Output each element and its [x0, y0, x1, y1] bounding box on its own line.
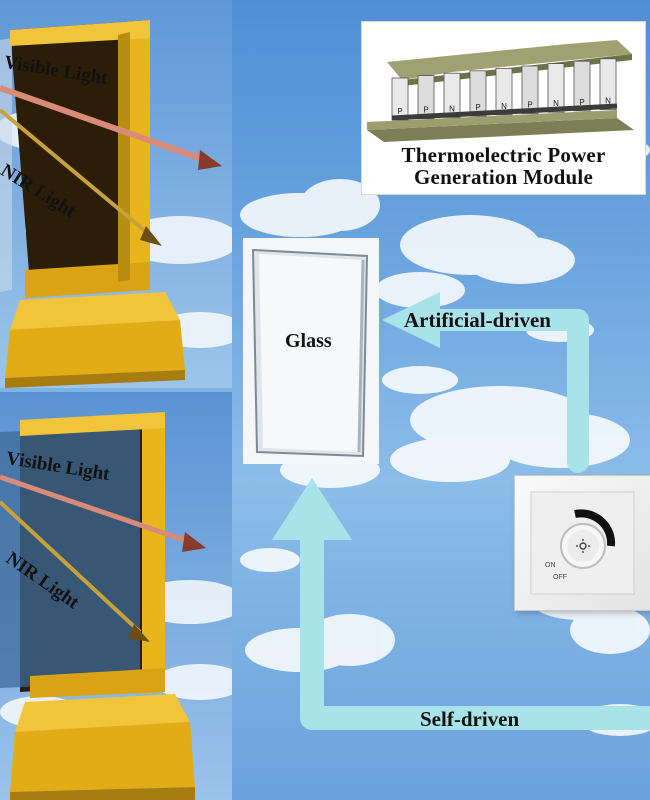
- window-illustration-top: [0, 20, 232, 388]
- thermoelectric-leg: [599, 58, 617, 110]
- artificial-driven-label: Artificial-driven: [404, 308, 551, 332]
- self-driven-label: Self-driven: [420, 707, 520, 731]
- thermoelectric-leg: [443, 72, 461, 118]
- thermoelectric-leg: [521, 65, 539, 114]
- thermoelectric-leg: [547, 63, 565, 113]
- visible-light-arrow-bottom: [0, 474, 206, 552]
- window-illustration-bottom: [0, 412, 232, 800]
- module-caption-line1: Thermoelectric Power: [401, 143, 606, 167]
- thermoelectric-leg-label: P: [475, 103, 480, 112]
- window-panel-bottom: Visible Light NIR Light: [0, 392, 232, 800]
- dimmer-off-label: OFF: [553, 574, 567, 581]
- thermoelectric-legs: P P N P N P N P N: [391, 58, 617, 121]
- thermoelectric-leg-label: N: [553, 99, 559, 108]
- thermoelectric-module-illustration: P P N P N P N P N: [367, 40, 634, 142]
- thermoelectric-module-box: P P N P N P N P N Thermoelectric Power Generatio…: [362, 22, 645, 194]
- thermoelectric-leg-label: P: [527, 101, 532, 110]
- dimmer-switch[interactable]: ON OFF: [515, 476, 650, 610]
- glass-pane-illustration: [251, 248, 369, 458]
- thermoelectric-leg: [469, 70, 487, 117]
- module-caption-line2: Generation Module: [414, 165, 593, 189]
- sun-icon: [576, 539, 590, 553]
- thermoelectric-leg-label: N: [501, 102, 507, 111]
- thermoelectric-leg: [417, 75, 435, 120]
- thermoelectric-leg-label: P: [579, 98, 584, 107]
- thermoelectric-leg: [573, 60, 591, 112]
- self-driven-arrow: [272, 478, 650, 730]
- visible-light-arrow-top: [0, 85, 222, 170]
- nir-light-arrow-top: [0, 108, 162, 246]
- dimmer-on-label: ON: [545, 562, 556, 569]
- thermoelectric-leg: [495, 68, 513, 116]
- dimmer-illustration: [530, 491, 635, 595]
- window-panel-top: Visible Light NIR Light: [0, 0, 232, 388]
- glass-card: Glass: [243, 238, 379, 464]
- artificial-driven-arrow: [382, 292, 589, 473]
- thermoelectric-leg-label: N: [605, 97, 611, 106]
- thermoelectric-leg-label: N: [449, 104, 455, 113]
- nir-light-arrow-bottom: [0, 500, 150, 642]
- thermoelectric-leg-label: P: [423, 106, 428, 115]
- glass-label: Glass: [285, 330, 332, 352]
- thermoelectric-leg-label: P: [397, 107, 402, 116]
